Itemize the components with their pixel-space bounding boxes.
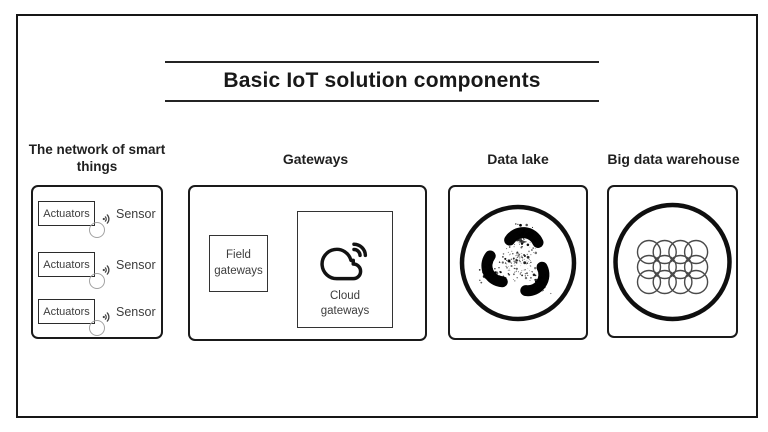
heading-gateways: Gateways bbox=[282, 151, 349, 167]
panel-data-lake bbox=[448, 185, 588, 340]
data-lake-circle bbox=[459, 204, 577, 322]
data-lake-illustration bbox=[459, 204, 577, 322]
smart-thing-row: Actuators Sensor bbox=[33, 252, 161, 300]
actuators-box: Actuators bbox=[38, 201, 95, 226]
actuators-box: Actuators bbox=[38, 299, 95, 324]
panel-gateways: Field gateways Cloud gateways bbox=[188, 185, 427, 341]
warehouse-circle bbox=[613, 202, 732, 322]
field-gateways-box: Field gateways bbox=[209, 235, 268, 292]
heading-network-of-smart-things: The network of smart things bbox=[28, 142, 166, 175]
panel-big-data-warehouse bbox=[607, 185, 738, 338]
wifi-signal-icon bbox=[102, 265, 110, 275]
sensor-label: Sensor bbox=[116, 305, 156, 319]
page-title: Basic IoT solution components bbox=[223, 69, 541, 92]
smart-thing-row: Actuators Sensor bbox=[33, 201, 161, 249]
actuators-box: Actuators bbox=[38, 252, 95, 277]
heading-big-data-warehouse: Big data warehouse bbox=[607, 151, 740, 167]
wifi-signal-icon bbox=[102, 312, 110, 322]
diagram-title-block: Basic IoT solution components bbox=[165, 61, 599, 102]
warehouse-illustration bbox=[613, 202, 732, 322]
sensor-node-circle bbox=[89, 273, 105, 289]
wifi-signal-icon bbox=[102, 214, 110, 224]
sensor-node-circle bbox=[89, 320, 105, 336]
heading-data-lake: Data lake bbox=[487, 151, 549, 167]
cloud-signal-icon bbox=[320, 242, 368, 281]
bubble-grid-icon bbox=[636, 239, 709, 295]
sensor-label: Sensor bbox=[116, 207, 156, 221]
cloud-gateways-label: Cloud gateways bbox=[320, 289, 370, 318]
cloud-gateways-box: Cloud gateways bbox=[297, 211, 393, 328]
splatter-swirl-icon bbox=[478, 223, 552, 297]
sensor-node-circle bbox=[89, 222, 105, 238]
smart-thing-row: Actuators Sensor bbox=[33, 299, 161, 347]
panel-network-of-smart-things: Actuators Sensor Actuators Sensor Actuat… bbox=[31, 185, 163, 339]
sensor-label: Sensor bbox=[116, 258, 156, 272]
